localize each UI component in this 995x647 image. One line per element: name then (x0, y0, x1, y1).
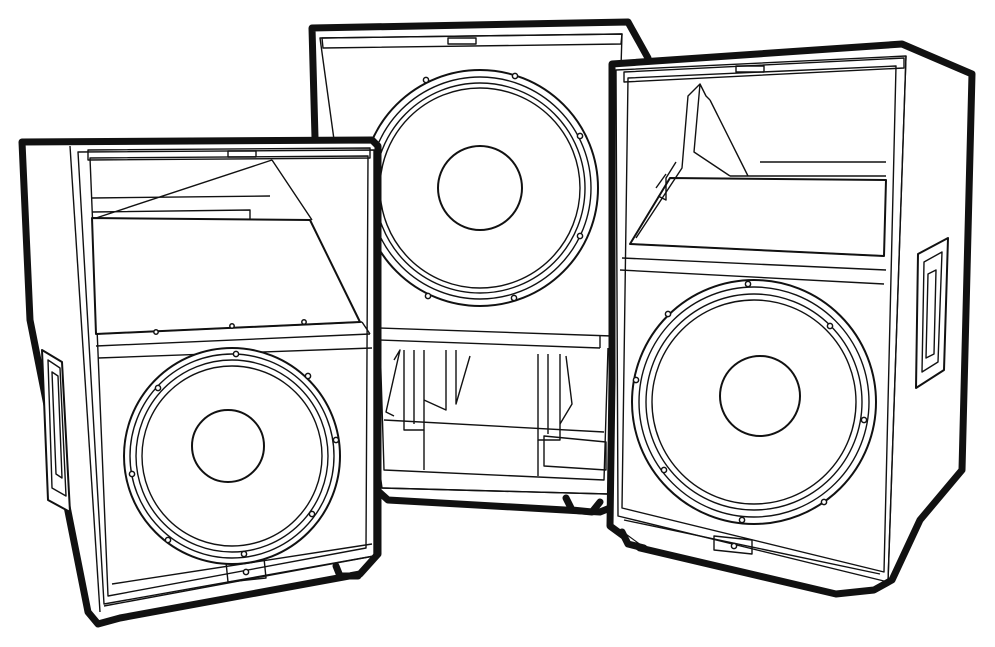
left-side-handle (41, 349, 71, 513)
right-base-plate (713, 535, 753, 555)
left-dust-cap (191, 409, 265, 483)
subwoofer-dust-cap (437, 145, 523, 231)
driver-bolt (424, 292, 432, 300)
subwoofer-brace-left (385, 349, 471, 470)
right-dust-cap (719, 355, 801, 437)
driver-bolt (510, 294, 518, 302)
driver-bolt (576, 232, 584, 240)
driver-bolt (576, 132, 584, 140)
right-side-handle (915, 237, 949, 389)
subwoofer-driver (361, 69, 599, 307)
subwoofer-brace-right (537, 354, 607, 476)
driver-bolt (422, 76, 430, 84)
driver-bolt (511, 72, 519, 80)
left-driver (123, 347, 341, 565)
right-driver (631, 279, 877, 525)
